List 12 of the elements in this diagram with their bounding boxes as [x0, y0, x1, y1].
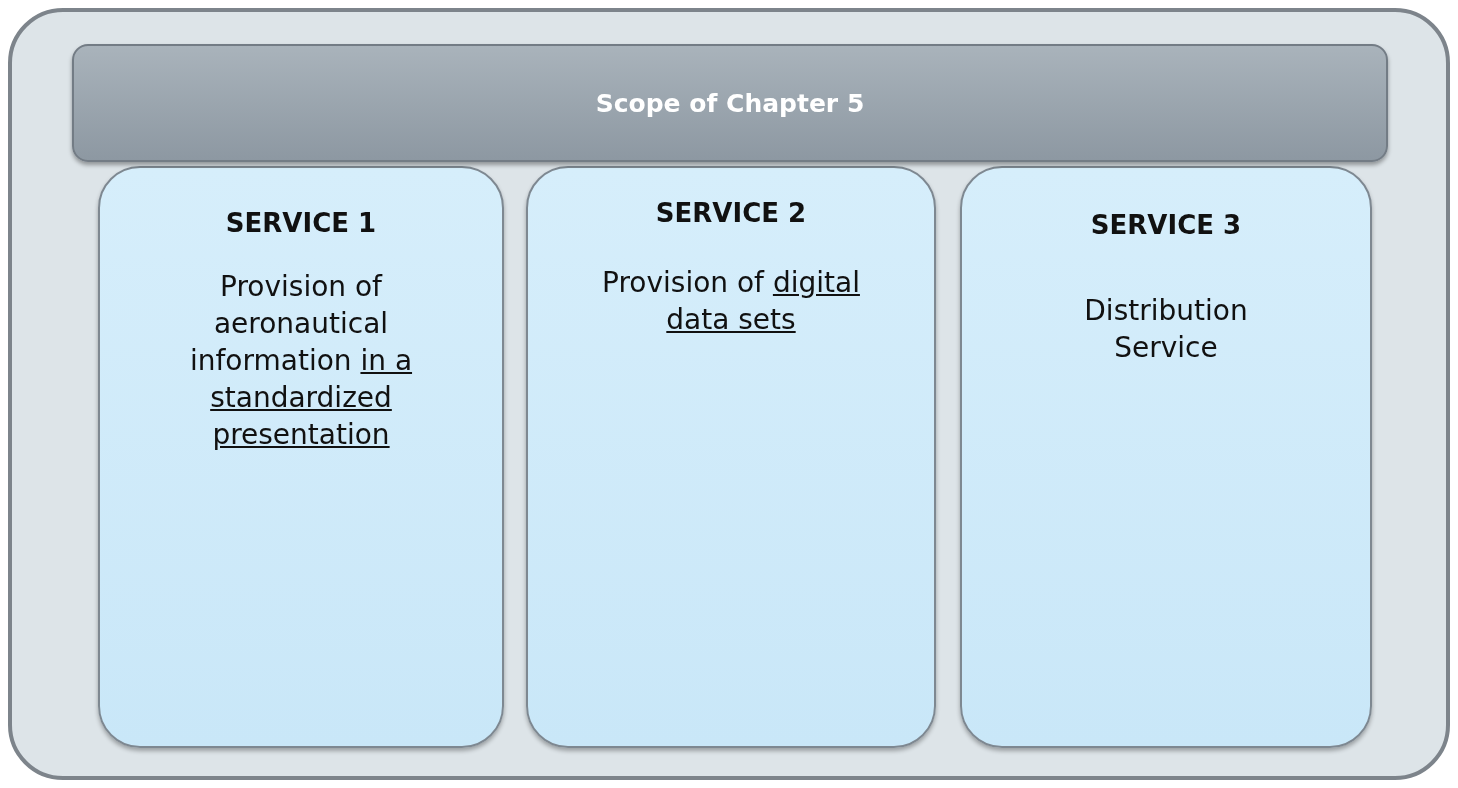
service-title: SERVICE 3	[1090, 210, 1242, 240]
service-description: Provision of digital data sets	[601, 265, 861, 338]
service-description: Provision of aeronautical information in a standardized presentation	[188, 269, 414, 453]
header-bar	[72, 44, 1388, 162]
service-box	[98, 166, 504, 748]
service-box	[960, 166, 1372, 748]
header-title: Scope of Chapter 5	[595, 88, 865, 118]
outer-panel	[8, 8, 1450, 780]
service-title: SERVICE 1	[225, 208, 377, 238]
service-description: Distribution Service	[1083, 293, 1249, 366]
service-box	[526, 166, 936, 748]
service-title: SERVICE 2	[655, 198, 807, 228]
